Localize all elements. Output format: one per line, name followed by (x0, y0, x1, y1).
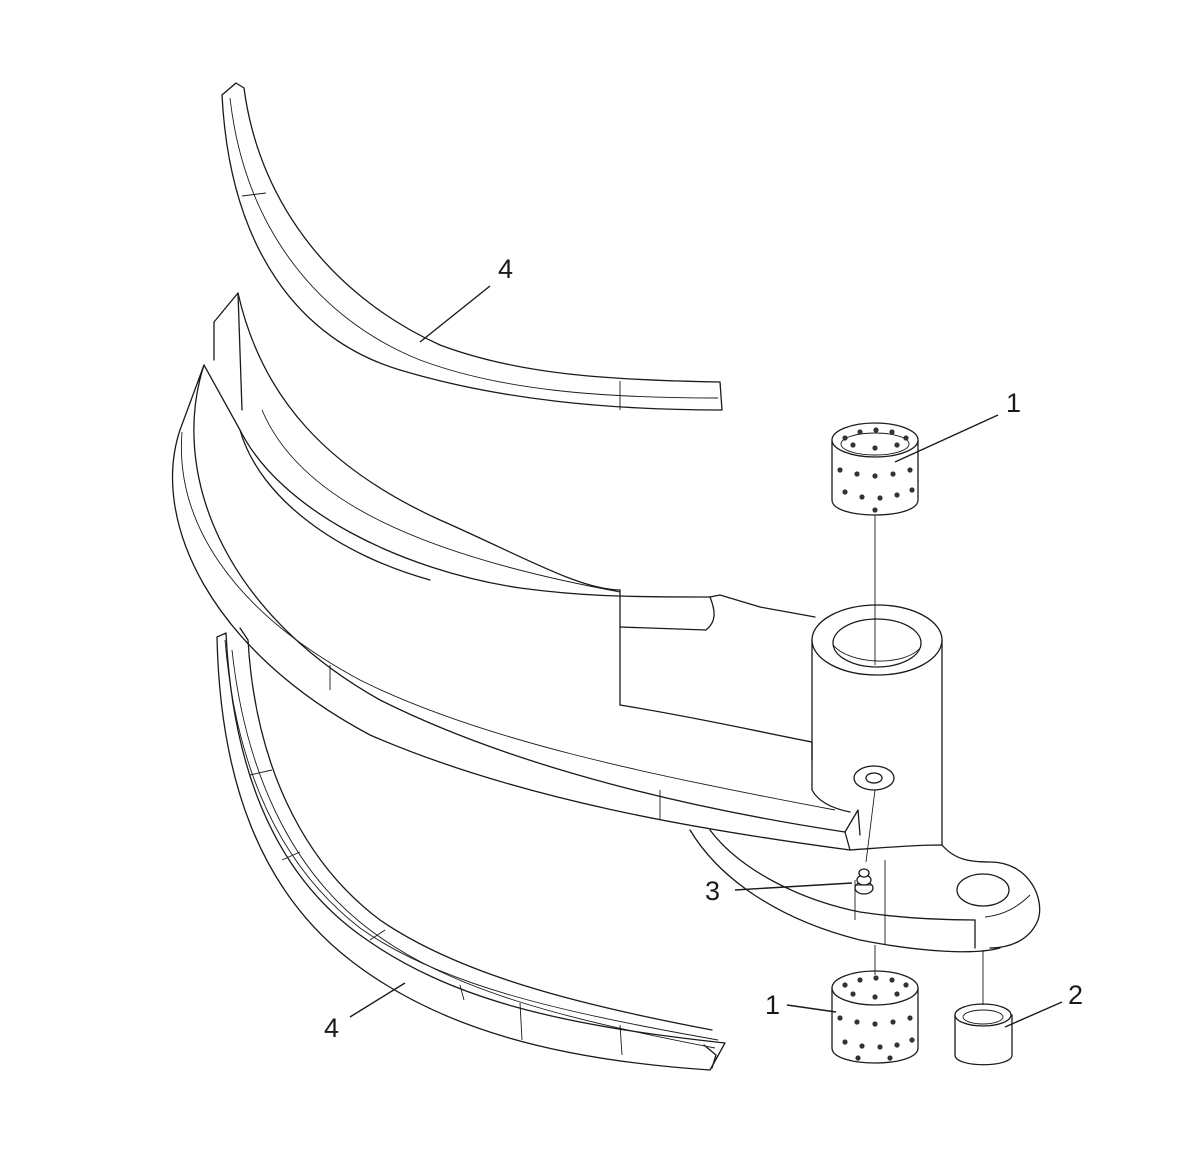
callout-grease-fitting: 3 (705, 876, 720, 906)
alignment-lines (865, 515, 984, 1005)
bottom-bushing-part (831, 970, 919, 1064)
top-rail-part (221, 82, 723, 411)
leader-lines (349, 285, 1063, 1028)
callout-top-bushing: 1 (1006, 388, 1021, 418)
callout-labels: 4 1 3 1 2 4 (324, 254, 1083, 1043)
hub-cylinder (811, 604, 943, 846)
main-arm-part (172, 292, 851, 851)
callout-bottom-bushing: 1 (765, 990, 780, 1020)
callout-bottom-rail: 4 (324, 1013, 339, 1043)
bottom-rail-part (216, 627, 726, 1071)
small-bushing-part (954, 1003, 1013, 1066)
top-bushing-part (831, 422, 919, 516)
lower-lug-part (689, 809, 1041, 953)
callout-small-bushing: 2 (1068, 980, 1083, 1010)
callout-top-rail: 4 (498, 254, 513, 284)
grease-fitting-part (854, 868, 874, 895)
